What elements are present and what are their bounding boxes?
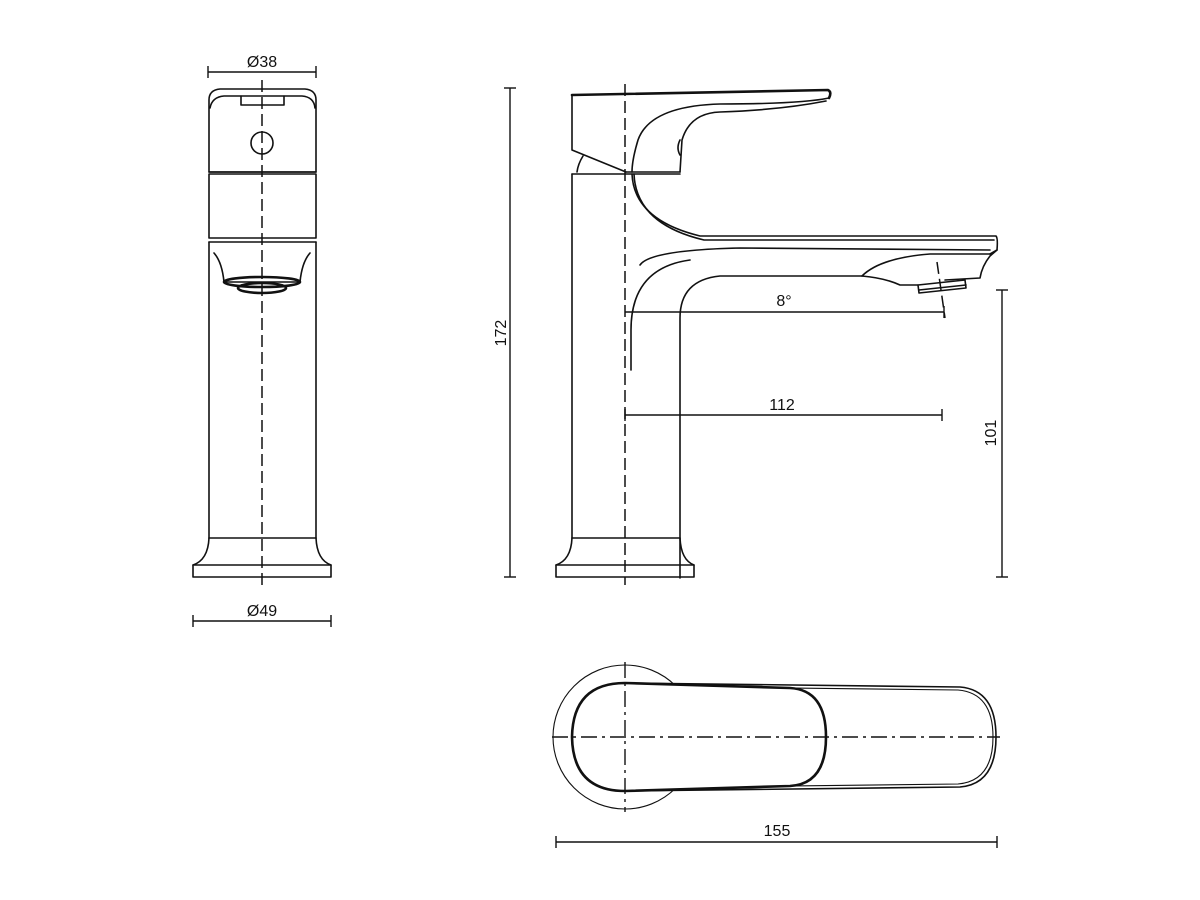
front-view: Ø38 Ø49 — [192, 54, 332, 627]
top-view: 155 — [552, 662, 1000, 848]
spout-reach-label: 112 — [769, 397, 795, 414]
front-handle-cap — [208, 88, 317, 173]
overall-height-label: 172 — [493, 320, 510, 347]
dimension-overall-length: 155 — [555, 823, 998, 848]
spout-axis-line — [936, 261, 946, 319]
dimension-spout-angle: 8° — [625, 293, 945, 318]
spout-angle-label: 8° — [776, 293, 791, 310]
dimension-overall-height: 172 — [493, 87, 516, 578]
side-lever-top — [570, 88, 832, 100]
dimension-base-diameter: Ø49 — [192, 603, 332, 627]
outlet-height-label: 101 — [983, 420, 1000, 447]
dimension-top-diameter: Ø38 — [207, 54, 317, 78]
overall-length-label: 155 — [764, 823, 791, 840]
dimension-outlet-height: 101 — [983, 289, 1008, 578]
dimension-spout-reach: 112 — [624, 397, 943, 421]
base-diameter-label: Ø49 — [247, 603, 277, 620]
top-diameter-label: Ø38 — [247, 54, 277, 71]
side-view: 172 — [493, 84, 1008, 585]
